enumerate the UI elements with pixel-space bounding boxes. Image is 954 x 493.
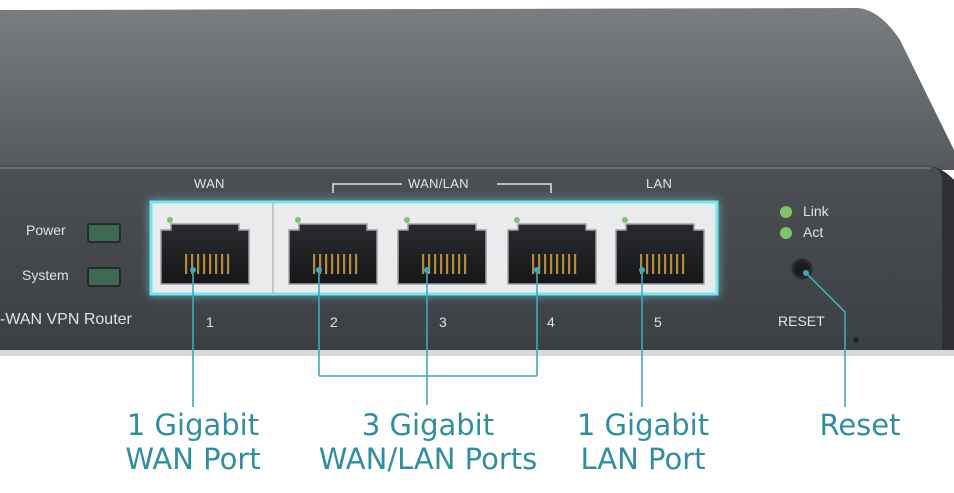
port-number-3: 3 [439,314,447,330]
link-label: Link [803,203,829,219]
callout-wan-lan-ports: 3 Gigabit WAN/LAN Ports [298,408,558,476]
port-led-1 [167,217,173,223]
callout-wanlan-line2: WAN/LAN Ports [318,442,538,476]
port-led-4 [514,217,520,223]
wan-group-label: WAN [194,176,225,191]
callout-lan-port: 1 Gigabit LAN Port [538,408,748,476]
port-led-2 [295,217,301,223]
port-number-4: 4 [547,314,555,330]
callout-lines [192,270,846,407]
callout-wanlan-line1: 3 Gigabit [361,408,495,442]
port-number-1: 1 [206,314,214,330]
callout-lan-line2: LAN Port [580,442,706,476]
callout-lan-line1: 1 Gigabit [576,408,710,442]
ethernet-port-4[interactable] [507,217,597,285]
port-number-5: 5 [654,314,662,330]
power-label: Power [26,222,66,238]
callout-wan-port: 1 Gigabit WAN Port [93,408,293,476]
callout-wan-line2: WAN Port [125,442,261,476]
ethernet-port-3[interactable] [397,217,487,285]
system-led-window [87,267,121,287]
callout-wan-line1: 1 Gigabit [126,408,260,442]
power-led-window [87,223,121,243]
reset-label: RESET [778,313,825,329]
act-led [780,227,792,239]
port-led-3 [404,217,410,223]
system-label: System [22,267,69,283]
chassis-top [0,8,954,170]
model-name: -WAN VPN Router [0,311,132,328]
ethernet-port-1[interactable] [160,217,250,285]
wan-lan-group-label: WAN/LAN [408,176,469,191]
link-led [780,206,792,218]
act-label: Act [803,224,824,240]
port-led-5 [622,217,628,223]
ethernet-port-2[interactable] [288,217,378,285]
ethernet-port-5[interactable] [615,217,705,285]
callout-reset: Reset [790,408,930,442]
lan-group-label: LAN [646,176,673,191]
callout-reset-line1: Reset [819,408,901,442]
port-number-2: 2 [330,314,338,330]
